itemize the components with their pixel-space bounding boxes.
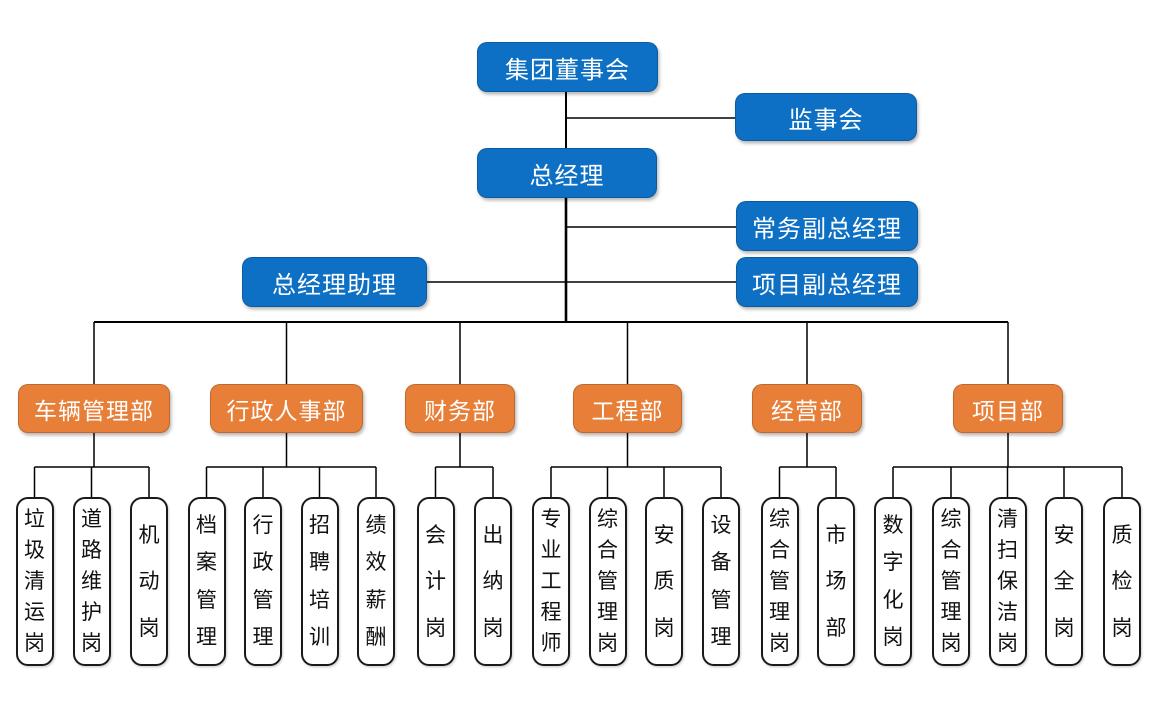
position-node-5-0: 数字化岗 [874, 497, 912, 666]
position-node-1-1: 行政管理 [244, 497, 282, 666]
department-node-0: 车辆管理部 [18, 384, 170, 433]
position-node-1-2: 招聘培训 [300, 497, 339, 666]
position-node-0-0: 垃圾清运岗 [15, 497, 54, 666]
position-node-3-2: 安质岗 [645, 497, 683, 666]
position-node-0-2: 机动岗 [130, 497, 168, 666]
department-node-3: 工程部 [573, 384, 682, 433]
position-node-1-0: 档案管理 [187, 497, 226, 666]
position-node-1-3: 绩效薪酬 [357, 497, 395, 666]
position-node-2-1: 出纳岗 [474, 497, 512, 666]
position-node-4-1: 市场部 [817, 497, 855, 666]
position-node-3-0: 专业工程师 [532, 497, 570, 666]
node-executive-deputy-gm: 常务副总经理 [736, 201, 918, 251]
position-node-5-2: 清扫保洁岗 [988, 497, 1027, 666]
position-node-4-0: 综合管理岗 [760, 497, 799, 666]
position-node-0-1: 道路维护岗 [72, 497, 111, 666]
node-gm-assistant: 总经理助理 [242, 257, 427, 307]
node-supervisory-board: 监事会 [735, 93, 917, 141]
department-node-2: 财务部 [405, 384, 515, 433]
position-node-5-4: 质检岗 [1103, 497, 1141, 666]
position-node-5-3: 安全岗 [1045, 497, 1083, 666]
position-node-5-1: 综合管理岗 [932, 497, 970, 666]
position-node-2-0: 会计岗 [416, 497, 455, 666]
department-node-4: 经营部 [752, 384, 862, 433]
department-node-1: 行政人事部 [210, 384, 363, 433]
position-node-3-3: 设备管理 [702, 497, 740, 666]
department-node-5: 项目部 [953, 384, 1063, 433]
position-node-3-1: 综合管理岗 [588, 497, 627, 666]
node-board-of-directors: 集团董事会 [477, 42, 658, 92]
node-general-manager: 总经理 [477, 148, 657, 198]
node-project-deputy-gm: 项目副总经理 [736, 257, 918, 307]
